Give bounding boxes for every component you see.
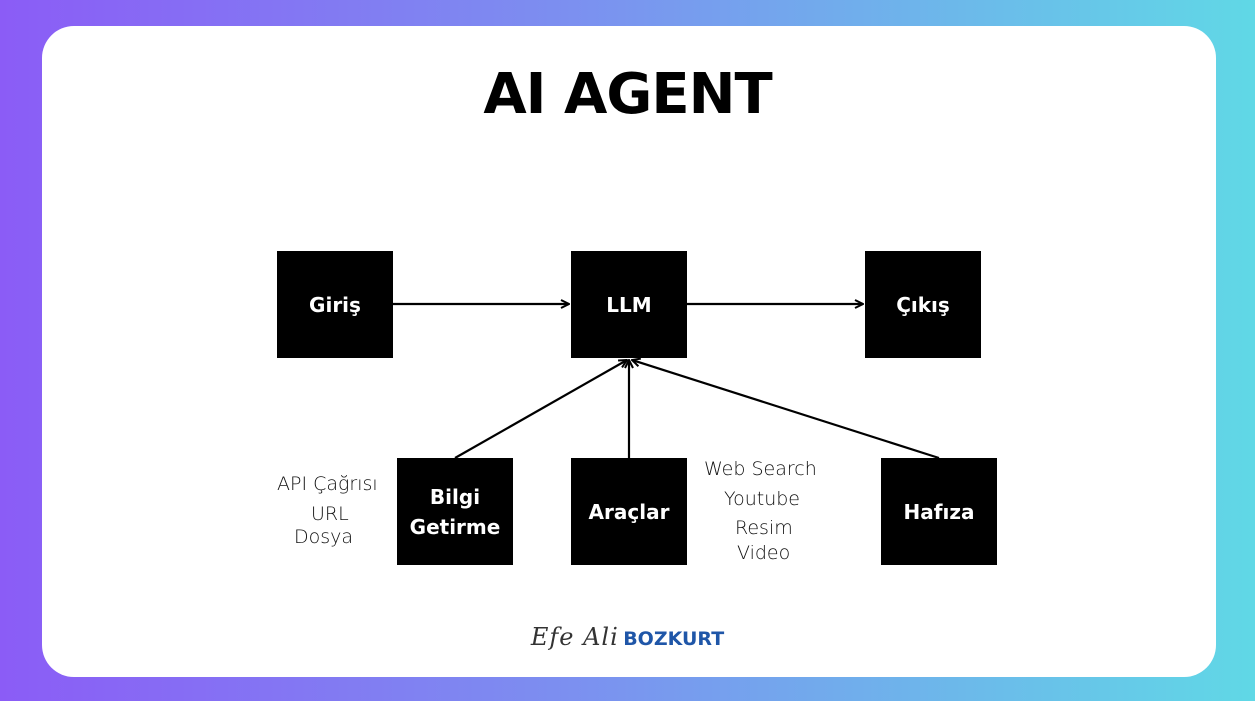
node-hafiza: Hafıza: [881, 458, 997, 565]
note-dosya: Dosya: [294, 526, 354, 548]
note-resim: Resim: [735, 517, 793, 539]
node-araclar-label: Araçlar: [588, 499, 670, 524]
node-bilgi-label: Bilgi Getirme: [409, 484, 501, 539]
node-cikis: Çıkış: [865, 251, 981, 358]
arrow-hafiza-to-llm: [632, 360, 940, 460]
node-hafiza-label: Hafıza: [903, 499, 975, 524]
note-url: URL: [311, 503, 349, 525]
node-giris-label: Giriş: [309, 292, 361, 317]
node-giris: Giriş: [277, 251, 393, 358]
node-llm-label: LLM: [606, 292, 652, 317]
page-title: AI AGENT: [483, 62, 772, 127]
arrow-bilgi-to-llm: [454, 360, 627, 459]
node-bilgi-getirme: Bilgi Getirme: [397, 458, 513, 565]
node-cikis-label: Çıkış: [896, 292, 950, 317]
note-web-search: Web Search: [704, 458, 817, 480]
signature-script: Efe Ali: [530, 623, 619, 651]
node-llm: LLM: [571, 251, 687, 358]
signature-name: BOZKURT: [623, 628, 725, 650]
note-youtube: Youtube: [724, 488, 800, 510]
node-araclar: Araçlar: [571, 458, 687, 565]
note-video: Video: [737, 542, 791, 564]
note-api-cagrisi: API Çağrısı: [277, 473, 378, 495]
signature: Efe Ali BOZKURT: [0, 612, 1255, 666]
